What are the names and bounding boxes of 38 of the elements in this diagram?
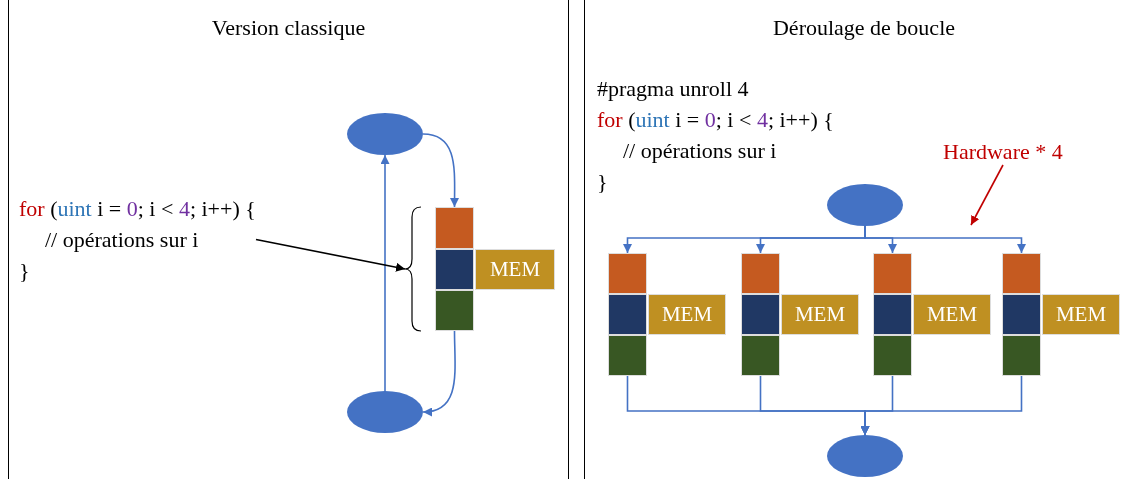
annotation-text: Hardware * 4 [943, 139, 1063, 165]
arrow [422, 133, 460, 208]
panel [8, 0, 569, 479]
stage-block [873, 253, 912, 294]
code-line: for (uint i = 0; i < 4; i++) { [19, 195, 256, 223]
stage-block [608, 253, 647, 294]
stage-block [1002, 294, 1041, 335]
code-line: // opérations sur i [44, 226, 199, 254]
stage-block [1002, 335, 1041, 376]
stage-block [741, 335, 780, 376]
code-line: #pragma unroll 4 [597, 75, 749, 103]
stage-block [608, 294, 647, 335]
arrow [422, 330, 456, 416]
memory-block: MEM [648, 294, 726, 335]
code-line: // opérations sur i [622, 137, 777, 165]
panel-title: Déroulage de boucle [773, 15, 955, 40]
stage-block [741, 253, 780, 294]
arrow [860, 375, 1023, 436]
stage-block [873, 294, 912, 335]
memory-block: MEM [913, 294, 991, 335]
stage-block [608, 335, 647, 376]
code-line: } [597, 168, 608, 196]
code-line: for (uint i = 0; i < 4; i++) { [597, 106, 834, 134]
arrow [380, 154, 390, 392]
stage-block [435, 207, 474, 249]
code-line: } [19, 257, 30, 285]
stage-block [435, 290, 474, 331]
arrow [864, 225, 1026, 254]
memory-block: MEM [475, 249, 555, 290]
stage-block [741, 294, 780, 335]
panel-title: Version classique [211, 15, 366, 40]
memory-block: MEM [1042, 294, 1120, 335]
stage-block [435, 249, 474, 290]
memory-block: MEM [781, 294, 859, 335]
leader-line [255, 238, 406, 272]
leader-line [970, 164, 1004, 226]
stage-block [873, 335, 912, 376]
stage-block [1002, 253, 1041, 294]
